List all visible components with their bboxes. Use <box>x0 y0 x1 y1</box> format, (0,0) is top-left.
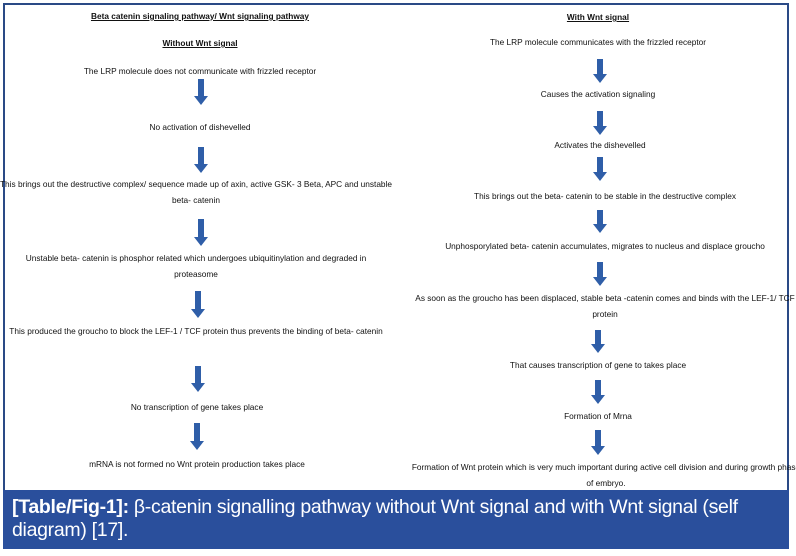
left-step-2: No activation of dishevelled <box>149 122 251 132</box>
left-step-6: No transcription of gene takes place <box>130 402 264 412</box>
caption-text: β-catenin signalling pathway without Wnt… <box>12 496 738 541</box>
right-step-2: Causes the activation signaling <box>540 89 656 99</box>
down-arrow-icon <box>593 59 607 83</box>
right-step-5: Unphosporylated beta- catenin accumulate… <box>445 241 765 251</box>
diagram-title: Beta catenin signaling pathway/ Wnt sign… <box>90 11 310 21</box>
right-step-4: This brings out the beta- catenin to be … <box>474 191 736 201</box>
down-arrow-icon <box>593 262 607 286</box>
down-arrow-icon <box>593 210 607 233</box>
left-step-3: This brings out the destructive complex/… <box>0 179 392 205</box>
left-step-5: This produced the groucho to block the L… <box>9 326 383 336</box>
down-arrow-icon <box>593 157 607 181</box>
right-step-3: Activates the dishevelled <box>554 140 646 150</box>
left-heading: Without Wnt signal <box>162 38 238 48</box>
down-arrow-icon <box>194 147 208 173</box>
right-step-8: Formation of Mrna <box>564 411 632 421</box>
down-arrow-icon <box>194 79 208 105</box>
down-arrow-icon <box>191 366 205 392</box>
left-step-4: Unstable beta- catenin is phosphor relat… <box>25 253 367 279</box>
left-step-1: The LRP molecule does not communicate wi… <box>83 66 317 76</box>
down-arrow-icon <box>591 380 605 404</box>
right-heading: With Wnt signal <box>566 12 630 22</box>
figure-caption: [Table/Fig-1]: β-catenin signalling path… <box>3 490 789 549</box>
down-arrow-icon <box>591 430 605 455</box>
left-step-7: mRNA is not formed no Wnt protein produc… <box>89 459 305 469</box>
caption-label: [Table/Fig-1]: <box>12 496 129 518</box>
down-arrow-icon <box>194 219 208 246</box>
down-arrow-icon <box>191 291 205 318</box>
right-step-7: That causes transcription of gene to tak… <box>509 360 687 370</box>
right-step-9: Formation of Wnt protein which is very m… <box>411 462 796 488</box>
down-arrow-icon <box>190 423 204 450</box>
down-arrow-icon <box>593 111 607 135</box>
right-step-6: As soon as the groucho has been displace… <box>415 293 795 319</box>
down-arrow-icon <box>591 330 605 353</box>
diagram-frame <box>3 3 789 491</box>
right-step-1: The LRP molecule communicates with the f… <box>489 37 707 47</box>
